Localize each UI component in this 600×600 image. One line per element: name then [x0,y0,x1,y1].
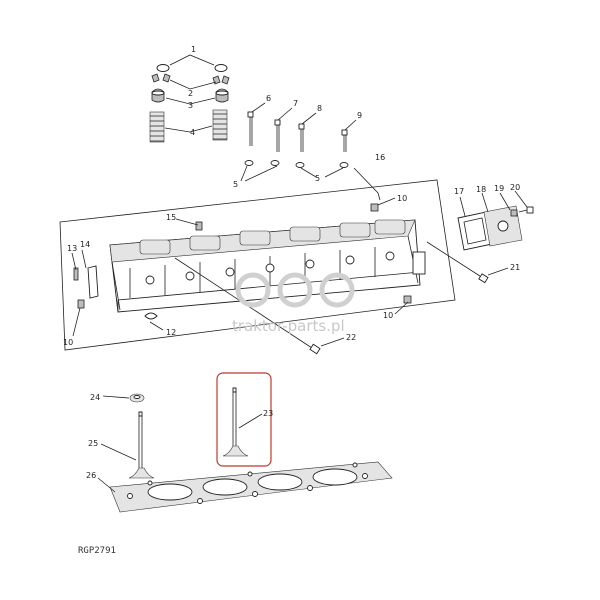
leader-21 [487,267,509,276]
rocker-stud-group[interactable] [247,111,348,152]
callout-5b: 5 [315,174,320,183]
head-gasket-26[interactable] [109,461,393,513]
callout-10b: 10 [383,311,393,320]
leader-24 [102,395,130,399]
highlight-box [216,372,272,467]
callout-25: 25 [88,439,98,448]
callout-24: 24 [90,393,100,402]
callout-13: 13 [67,244,77,253]
leader-25 [100,443,137,461]
callout-14: 14 [80,240,90,249]
callout-6: 6 [266,94,271,103]
callout-1: 1 [191,45,196,54]
valve-stem-seal-group[interactable] [151,88,229,103]
callout-12: 12 [166,328,176,337]
watermark: traktor-parts.pl [232,272,355,335]
callout-23: 23 [263,409,273,418]
reference-code: RGP2791 [78,546,116,556]
cover-fasteners[interactable] [510,206,534,217]
leader-23 [238,413,263,429]
leader-22 [320,337,345,347]
valve-keeper-group[interactable] [151,73,230,85]
intake-valve-23[interactable] [222,387,249,457]
valve-cap-group[interactable] [156,64,228,72]
callout-20: 20 [510,183,520,192]
long-bolt-21[interactable] [426,241,489,284]
watermark-text: traktor-parts.pl [232,317,345,335]
callout-8: 8 [317,104,322,113]
callout-3: 3 [188,101,193,110]
cover-leaders [459,190,528,217]
callout-19: 19 [494,184,504,193]
washer-group[interactable] [244,160,349,168]
callout-17: 17 [454,187,464,196]
callout-22: 22 [346,333,356,342]
callout-15: 15 [166,213,176,222]
leader-26 [97,477,116,493]
exhaust-valve-25[interactable] [128,411,155,479]
callout-9: 9 [357,111,362,120]
valve-seal-24[interactable] [129,393,145,403]
head-leaders [71,167,409,337]
callout-4: 4 [190,128,195,137]
stud-leaders [240,102,357,182]
callout-21: 21 [510,263,520,272]
callout-10c: 10 [63,338,73,347]
cylinder-head[interactable] [87,219,426,313]
callout-18: 18 [476,185,486,194]
cylinder-head-panel [59,179,456,351]
head-plugs[interactable] [73,203,412,320]
callout-2: 2 [188,89,193,98]
callout-5a: 5 [233,180,238,189]
callout-7: 7 [293,99,298,108]
top-group-leaders [164,54,217,133]
callout-26: 26 [86,471,96,480]
valve-spring-group[interactable] [149,109,228,143]
callout-10a: 10 [397,194,407,203]
callout-16: 16 [375,153,385,162]
